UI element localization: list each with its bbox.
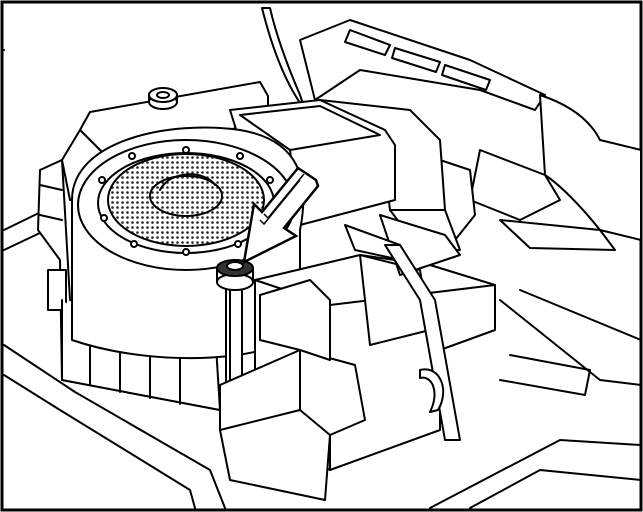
rotating-screen <box>98 146 274 256</box>
dipstick-cap <box>216 259 254 291</box>
battery-strap <box>384 244 461 441</box>
front-cover <box>219 279 366 501</box>
oil-filler-knob <box>148 87 178 110</box>
callout-arrow-icon <box>242 166 320 265</box>
